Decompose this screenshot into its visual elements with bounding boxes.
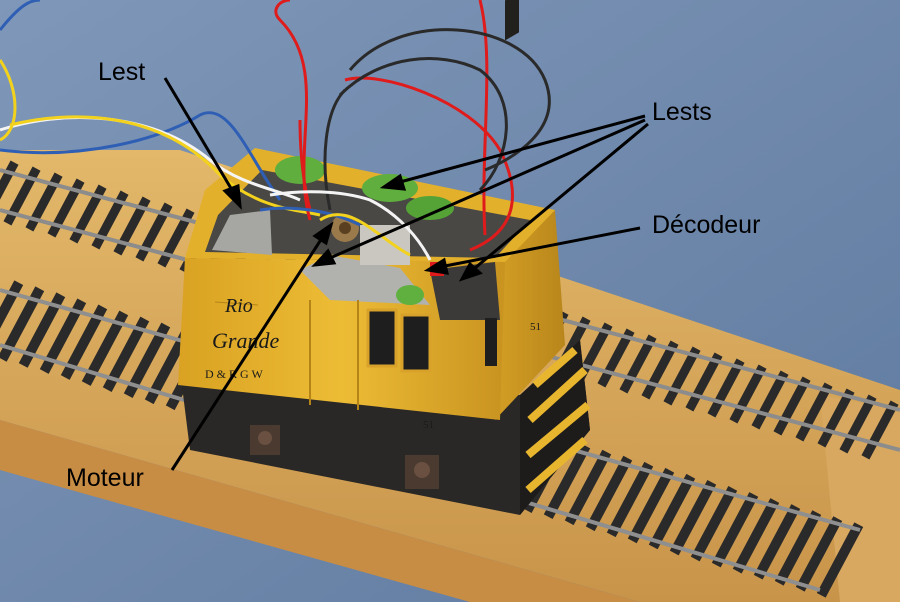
wires — [0, 0, 551, 261]
locomotive: Rio Grande D & R G W 51 51 — [178, 0, 591, 515]
label-moteur: Moteur — [66, 464, 144, 492]
label-lest: Lest — [98, 58, 146, 86]
track-tie — [861, 400, 899, 460]
arrow-lest — [163, 77, 242, 211]
track-tie — [627, 467, 675, 544]
track-tie — [795, 382, 833, 442]
track-tie — [0, 160, 19, 220]
track-tie — [839, 394, 877, 454]
track-tie — [69, 184, 107, 244]
track-tie — [47, 178, 85, 238]
loco-script-rio: Rio — [224, 295, 253, 317]
arrow-lests-3 — [458, 122, 649, 282]
label-lests: Lests — [652, 98, 712, 126]
arrow-lests-2 — [311, 118, 646, 267]
track-tie — [795, 516, 843, 592]
track-tie — [732, 498, 780, 574]
track-tie — [648, 473, 696, 550]
track-tie — [102, 316, 150, 392]
loco-number-side: 51 — [423, 419, 434, 431]
track-tie — [585, 455, 633, 532]
track-tie — [144, 328, 192, 405]
track-tie — [690, 486, 738, 562]
track-tie — [564, 449, 612, 526]
track-tie — [91, 190, 129, 250]
track-tie — [3, 166, 41, 226]
track-tie — [816, 522, 864, 598]
track-tie — [123, 322, 171, 399]
track-tie — [774, 510, 822, 586]
label-decodeur: Décodeur — [652, 211, 761, 239]
track-tie — [669, 479, 717, 556]
track-tie — [753, 504, 801, 580]
track-tie — [817, 388, 855, 448]
track-tie — [18, 292, 66, 368]
track-tie — [25, 172, 63, 232]
track-tie — [543, 443, 591, 520]
track-tie — [39, 298, 87, 374]
loco-script-grande: Grande — [212, 328, 279, 353]
track-tie — [60, 304, 108, 380]
track-tie — [81, 310, 129, 386]
track-tie — [606, 461, 654, 538]
track-tie — [0, 280, 24, 356]
track-tie — [0, 286, 45, 362]
annotation-arrows — [163, 77, 649, 471]
arrow-decodeur — [423, 226, 641, 275]
arrow-lests-1 — [379, 114, 646, 191]
arrow-moteur — [170, 221, 334, 471]
loco-number-front: 51 — [530, 321, 541, 333]
track-tie — [711, 492, 759, 568]
